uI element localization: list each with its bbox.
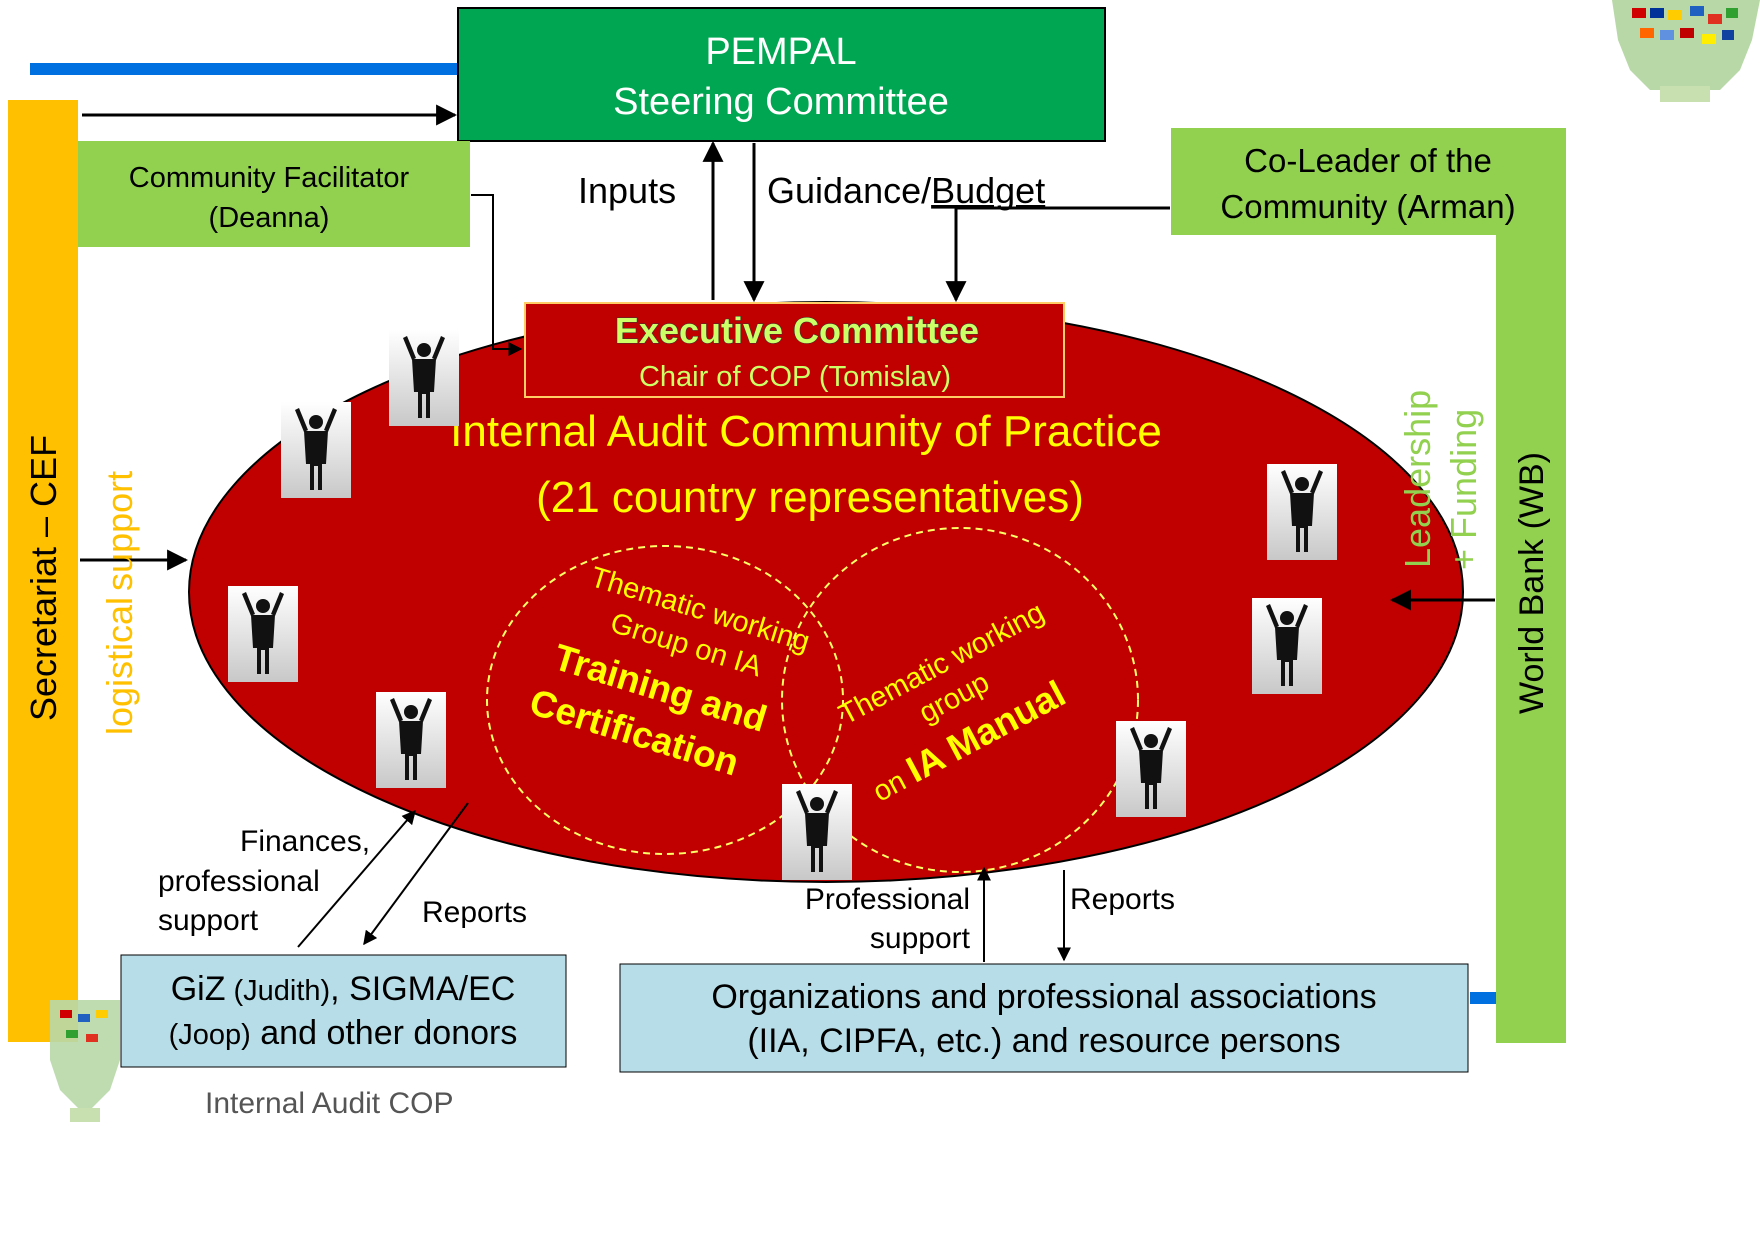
person-figure-icon — [1252, 598, 1322, 694]
finances-line2: professional — [158, 865, 320, 898]
coleader-to-executive-arrow — [945, 206, 1170, 303]
guidance-label: Guidance/Budget — [767, 170, 1045, 211]
cop-to-donors-arrow — [363, 802, 469, 946]
donors-line2: (Joop) and other donors — [169, 1014, 518, 1052]
orgs-line2: (IIA, CIPFA, etc.) and resource persons — [747, 1022, 1340, 1060]
organizations-box[interactable]: Organizations and professional associati… — [619, 963, 1469, 1073]
professional-support-line1: Professional — [805, 883, 970, 916]
secretariat-label: Secretariat – CEF — [23, 435, 64, 721]
executive-title: Executive Committee — [615, 310, 979, 351]
world-bank-bar[interactable]: World Bank (WB) — [1496, 235, 1566, 1043]
footer-logo-text: Internal Audit COP — [205, 1087, 453, 1120]
finances-line3: support — [158, 904, 259, 937]
inputs-label: Inputs — [578, 170, 676, 211]
cop-title-line2: (21 country representatives) — [536, 473, 1084, 522]
leadership-line2: + Funding — [1443, 409, 1484, 570]
balloon-logo-icon — [1612, 0, 1760, 102]
reports-left-label: Reports — [422, 896, 527, 929]
cop-logo-icon — [50, 1000, 120, 1122]
donors-line1: GiZ(Judith), SIGMA/EC — [171, 970, 516, 1008]
facilitator-to-executive-arrow — [471, 194, 523, 356]
person-figure-icon — [376, 692, 446, 788]
person-figure-icon — [389, 330, 459, 426]
person-figure-icon — [281, 402, 351, 498]
coleader-line2: Community (Arman) — [1220, 188, 1515, 225]
bottom-accent-line — [1470, 992, 1500, 1004]
logistical-support-label: logisticalsupport — [99, 471, 140, 735]
leadership-line1: Leadership — [1397, 390, 1438, 568]
reports-right-label: Reports — [1070, 883, 1175, 916]
wg-manual-circle — [781, 527, 1139, 873]
co-leader-box[interactable]: Co-Leader of the Community (Arman) — [1171, 128, 1566, 235]
person-figure-icon — [1267, 464, 1337, 560]
donors-to-cop-arrow — [297, 809, 416, 948]
executive-chair: Chair of COP (Tomislav) — [639, 361, 951, 393]
person-figure-icon — [782, 784, 852, 880]
top-accent-line — [30, 63, 460, 75]
person-figure-icon — [1116, 721, 1186, 817]
wg-training-circle — [486, 545, 844, 855]
secretariat-bar[interactable]: Secretariat – CEF — [8, 100, 78, 1042]
professional-support-line2: support — [870, 922, 971, 955]
facilitator-line1: Community Facilitator — [129, 162, 410, 194]
world-bank-label: World Bank (WB) — [1513, 452, 1551, 714]
orgs-line1: Organizations and professional associati… — [711, 978, 1376, 1016]
facilitator-line2: (Deanna) — [209, 202, 330, 234]
cop-title-line1: Internal Audit Community of Practice — [450, 407, 1162, 456]
steering-line1: PEMPAL — [705, 31, 856, 73]
person-figure-icon — [228, 586, 298, 682]
coleader-line1: Co-Leader of the — [1244, 142, 1492, 179]
steering-line2: Steering Committee — [613, 81, 949, 123]
donors-box[interactable]: GiZ(Judith), SIGMA/EC (Joop) and other d… — [120, 954, 567, 1068]
community-facilitator-box[interactable]: Community Facilitator (Deanna) — [68, 141, 470, 247]
executive-committee-box[interactable]: Executive Committee Chair of COP (Tomisl… — [524, 302, 1065, 398]
steering-committee-box[interactable]: PEMPAL Steering Committee — [457, 7, 1106, 142]
finances-line1: Finances, — [240, 825, 370, 858]
